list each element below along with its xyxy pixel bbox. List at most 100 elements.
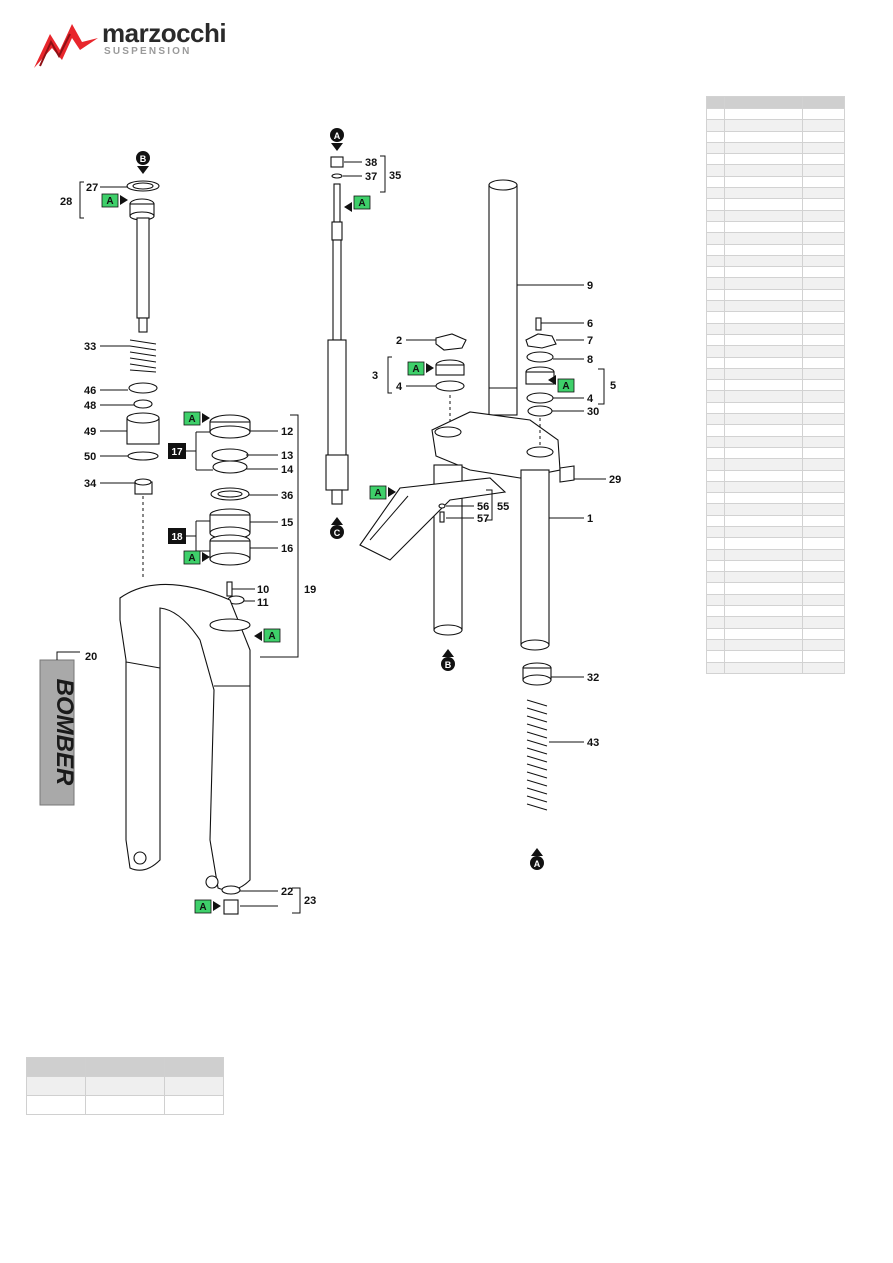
parts-table-row	[706, 130, 845, 143]
parts-table-row	[706, 503, 845, 516]
svg-text:55: 55	[497, 501, 509, 513]
svg-text:22: 22	[281, 886, 293, 898]
oring-4-right	[526, 392, 554, 404]
parts-table-row	[706, 627, 845, 640]
svg-text:23: 23	[304, 895, 316, 907]
svg-text:A: A	[106, 196, 113, 207]
parts-table-row	[706, 469, 845, 482]
svg-text:A: A	[374, 488, 381, 499]
oring-4-left	[435, 380, 465, 392]
svg-text:46: 46	[84, 385, 96, 397]
tag-a-lowers: A	[254, 628, 281, 643]
tag-a-fender: A	[369, 485, 396, 500]
svg-text:A: A	[412, 364, 419, 375]
air-shaft	[136, 217, 150, 319]
crush-washer-22	[221, 885, 241, 895]
parts-table-row	[706, 537, 845, 550]
svg-text:43: 43	[587, 737, 599, 749]
parts-table-row	[706, 638, 845, 652]
parts-table-row	[706, 300, 845, 313]
parts-table-row	[706, 413, 845, 426]
tag-a-28: A	[101, 193, 128, 208]
kit-18-tag: 18	[168, 528, 186, 544]
summary-table-row	[26, 1076, 224, 1096]
oil-seal-14	[212, 460, 248, 474]
brand-logo: marzocchi SUSPENSION	[30, 18, 230, 73]
svg-text:12: 12	[281, 426, 293, 438]
steerer-tube-9	[488, 184, 518, 416]
adjuster-rod	[333, 183, 341, 223]
svg-text:14: 14	[281, 464, 294, 476]
svg-text:A: A	[358, 198, 365, 209]
knob-38	[330, 156, 344, 168]
parts-table-row	[706, 661, 845, 674]
parts-table-row	[706, 198, 845, 211]
tag-a-16: A	[183, 550, 210, 565]
parts-table-row	[706, 164, 845, 177]
parts-table-row	[706, 243, 845, 256]
svg-text:56: 56	[477, 501, 489, 513]
svg-text:49: 49	[84, 426, 96, 438]
svg-text:17: 17	[171, 447, 183, 458]
svg-text:38: 38	[365, 157, 377, 169]
svg-text:A: A	[199, 902, 206, 913]
parts-table-row	[706, 458, 845, 471]
parts-table-row	[706, 559, 845, 573]
parts-table-row	[706, 379, 845, 392]
svg-text:B: B	[445, 660, 452, 670]
parts-table-row	[706, 571, 845, 584]
parts-table-row	[706, 593, 845, 607]
svg-text:34: 34	[84, 478, 97, 490]
tag-a-35: A	[344, 195, 371, 212]
svg-text:16: 16	[281, 543, 293, 555]
parts-table-row	[706, 232, 845, 245]
knob-7	[525, 333, 557, 349]
svg-text:35: 35	[389, 170, 401, 182]
parts-table-row	[706, 424, 845, 437]
parts-table-row	[706, 175, 845, 189]
washer-30	[527, 405, 553, 417]
svg-text:11: 11	[257, 597, 269, 609]
fender-bolt-57	[439, 511, 445, 523]
svg-text:30: 30	[587, 406, 599, 418]
decal-text: BOMBER	[51, 679, 78, 786]
parts-table-row	[706, 367, 845, 381]
summary-table-row	[26, 1095, 224, 1115]
svg-text:29: 29	[609, 474, 621, 486]
parts-table-row	[706, 390, 845, 403]
callouts-topcap-right: 6 7 8 5 4 30	[541, 318, 616, 418]
parts-table-row	[706, 277, 845, 290]
washer-46	[128, 382, 158, 394]
tag-a-5: A	[548, 375, 575, 393]
svg-text:4: 4	[587, 393, 594, 405]
svg-text:1: 1	[587, 513, 593, 525]
summary-table-header	[26, 1057, 224, 1077]
spring-clip-13	[211, 448, 249, 462]
parts-table-row	[706, 548, 845, 561]
marker-b-top: B	[136, 151, 150, 174]
parts-table-row	[706, 119, 845, 132]
parts-table-row	[706, 356, 845, 369]
decal-20: BOMBER 20	[39, 651, 97, 806]
negative-spring-33	[129, 338, 157, 373]
svg-text:C: C	[334, 528, 341, 538]
parts-table-row	[706, 141, 845, 155]
oring-8	[526, 351, 554, 363]
parts-table-row	[706, 480, 845, 494]
parts-table-row	[706, 605, 845, 618]
svg-text:9: 9	[587, 280, 593, 292]
lower-legs-19	[119, 583, 251, 891]
parts-table-row	[706, 153, 845, 166]
parts-table-row	[706, 266, 845, 279]
svg-text:A: A	[188, 553, 195, 564]
parts-table-row	[706, 401, 845, 415]
svg-text:A: A	[534, 859, 541, 869]
svg-text:15: 15	[281, 517, 293, 529]
parts-table-row	[706, 107, 845, 121]
bottom-bolt-23	[223, 899, 239, 915]
crown-cap-29	[559, 465, 575, 483]
washer-56	[438, 503, 446, 509]
parts-table-row	[706, 254, 845, 268]
screw-6	[535, 317, 542, 331]
svg-text:A: A	[188, 414, 195, 425]
